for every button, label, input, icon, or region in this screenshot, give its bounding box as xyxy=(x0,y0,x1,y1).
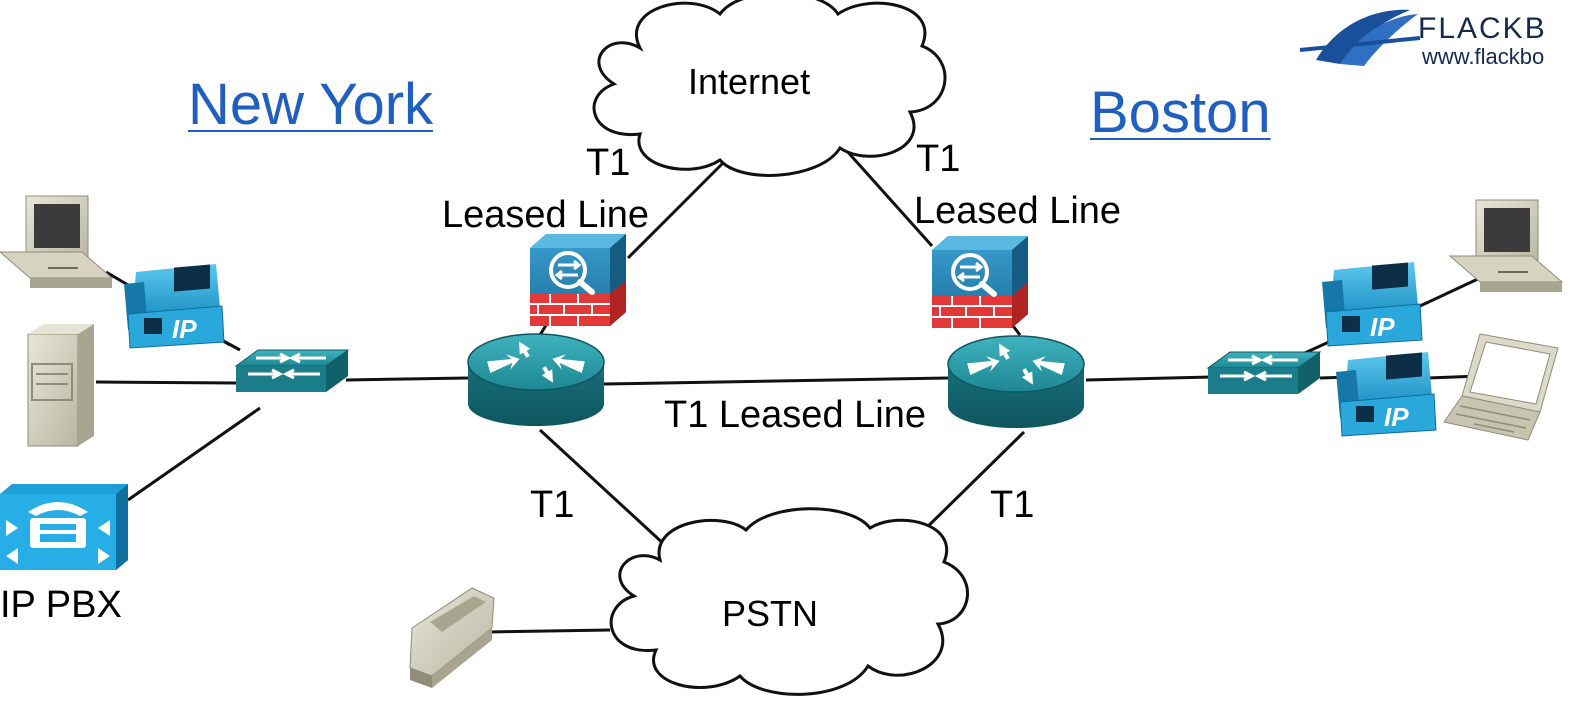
link-ny-switch-router xyxy=(345,376,469,382)
boston-firewall-icon xyxy=(932,236,1028,328)
logo-name: FLACKB xyxy=(1418,12,1547,45)
ip-pbx-icon xyxy=(0,484,128,570)
ny-internet-link-type: T1 xyxy=(586,142,631,184)
link-ny-server-switch xyxy=(95,380,237,385)
ny-pstn-link-label: T1 xyxy=(530,484,575,526)
ny-router-icon xyxy=(467,333,605,427)
internet-label: Internet xyxy=(688,61,811,102)
pstn-cloud-icon xyxy=(609,507,969,696)
boston-internet-link-kind: Leased Line xyxy=(914,190,1122,232)
ny-pc-icon xyxy=(0,195,113,289)
link-boston-phone1-pc xyxy=(1419,276,1481,308)
router-link-label: T1 Leased Line xyxy=(664,394,926,436)
boston-switch-icon xyxy=(1206,350,1322,396)
link-boston-pstn xyxy=(912,430,1026,542)
network-links xyxy=(95,148,1481,634)
logo-url: www.flackbo xyxy=(1422,44,1545,69)
boston-router-icon xyxy=(947,335,1085,429)
ny-internet-link-kind: Leased Line xyxy=(442,194,650,236)
internet-cloud-icon xyxy=(592,0,947,177)
ny-switch-icon xyxy=(234,348,350,394)
boston-ip-phone-1-icon xyxy=(1321,261,1423,347)
laptop-icon xyxy=(1443,333,1559,441)
ny-firewall-icon xyxy=(530,234,626,326)
link-boston-internet xyxy=(844,148,934,248)
link-ny-internet xyxy=(626,162,724,260)
pstn-label: PSTN xyxy=(722,593,819,634)
flackbox-logo-icon xyxy=(1299,9,1421,66)
link-router-router xyxy=(603,376,949,386)
analog-phone-icon xyxy=(409,587,495,689)
ip-pbx-label: IP PBX xyxy=(0,584,122,626)
boston-ip-phone-2-icon xyxy=(1335,351,1437,437)
link-ny-pstn xyxy=(538,428,668,548)
ny-ip-phone-icon xyxy=(123,263,225,349)
boston-pc-icon xyxy=(1449,199,1563,293)
boston-pstn-link-label: T1 xyxy=(990,484,1035,526)
ny-server-icon xyxy=(27,323,95,447)
link-ny-pbx-switch xyxy=(127,406,261,502)
link-boston-router-switch xyxy=(1085,375,1213,382)
boston-internet-link-type: T1 xyxy=(916,138,961,180)
site-title-new-york[interactable]: New York xyxy=(188,72,434,137)
link-analog-pstn xyxy=(487,628,611,634)
site-title-boston[interactable]: Boston xyxy=(1090,80,1271,145)
